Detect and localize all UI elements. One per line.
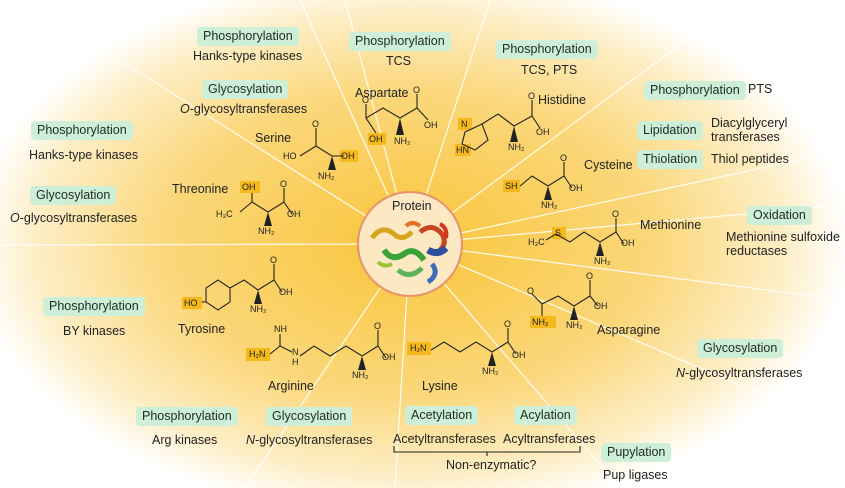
mod-acetylation: Acetylation — [405, 406, 479, 425]
atom-ho: HO — [283, 151, 297, 161]
enzyme-by-kinases: BY kinases — [63, 324, 126, 338]
atom-nh2: NH₂ — [508, 142, 525, 152]
atom-nh2: NH₂ — [541, 200, 558, 210]
atom-sh-highlight: SH — [505, 181, 518, 191]
aa-cysteine: Cysteine — [584, 158, 633, 172]
mod-phosphorylation-hanks-left: Phosphorylation — [31, 121, 133, 140]
atom-o: O — [270, 255, 278, 265]
enzyme-hanks-top: Hanks-type kinases — [193, 49, 303, 63]
atom-o: O — [312, 119, 320, 129]
atom-o: O — [280, 179, 288, 189]
enzyme-n-glyco-bottom: N-glycosyltransferases — [246, 433, 373, 447]
atom-o: O — [527, 286, 535, 296]
mod-phosphorylation-by: Phosphorylation — [43, 297, 145, 316]
enzyme-pup-ligases: Pup ligases — [603, 468, 668, 482]
label-non-enzymatic: Non-enzymatic? — [446, 458, 537, 472]
enzyme-msr-1: Methionine sulfoxide — [726, 230, 840, 244]
mod-phosphorylation-hanks-top: Phosphorylation — [197, 27, 299, 46]
atom-hn-highlight: HN — [456, 145, 469, 155]
atom-oh-highlight: OH — [341, 151, 355, 161]
atom-h3c: H₃C — [528, 237, 545, 247]
atom-n: N — [292, 347, 299, 357]
atom-o: O — [374, 321, 382, 331]
atom-nh2: NH₂ — [394, 136, 411, 146]
atom-nh2: NH₂ — [352, 370, 369, 380]
mod-oxidation: Oxidation — [747, 206, 812, 225]
atom-h2n-highlight: H₂N — [410, 343, 427, 353]
atom-oh: OH — [536, 127, 550, 137]
mod-phosphorylation-pts: Phosphorylation — [644, 81, 746, 100]
atom-oh: OH — [594, 301, 608, 311]
mod-glycosylation-o-left: Glycosylation — [30, 186, 117, 205]
mod-thiolation: Thiolation — [637, 150, 704, 169]
atom-nh2: NH₂ — [482, 366, 499, 376]
protein-label: Protein — [392, 199, 432, 213]
atom-h3c: H₃C — [216, 209, 233, 219]
atom-nh2: NH₂ — [250, 304, 267, 314]
atom-o: O — [413, 85, 421, 95]
atom-nh2-highlight: NH₂ — [532, 317, 549, 327]
mod-phosphorylation-arg: Phosphorylation — [136, 407, 238, 426]
mod-glycosylation-n-right: Glycosylation — [697, 339, 784, 358]
enzyme-hanks-left: Hanks-type kinases — [29, 148, 139, 162]
atom-oh: OH — [382, 352, 396, 362]
aa-tyrosine: Tyrosine — [178, 322, 226, 336]
enzyme-arg-kinases: Arg kinases — [152, 433, 218, 447]
atom-n-highlight: N — [461, 119, 468, 129]
mod-phosphorylation-tcs: Phosphorylation — [349, 32, 451, 51]
atom-ho-highlight: HO — [184, 298, 198, 308]
mod-acylation: Acylation — [514, 406, 577, 425]
enzyme-o-glyco-top: O-glycosyltransferases — [180, 102, 308, 116]
atom-o: O — [504, 319, 512, 329]
enzyme-n-glyco-right: N-glycosyltransferases — [676, 366, 803, 380]
atom-nh2: NH₂ — [318, 171, 335, 181]
atom-nh2: NH₂ — [594, 256, 611, 266]
atom-oh: OH — [621, 238, 635, 248]
atom-o: O — [560, 153, 568, 163]
atom-oh: OH — [512, 350, 526, 360]
enzyme-acyltransferases: Acyltransferases — [503, 432, 596, 446]
mod-pupylation: Pupylation — [601, 443, 672, 462]
mod-glycosylation-o-top: Glycosylation — [202, 80, 289, 99]
atom-oh: OH — [569, 183, 583, 193]
atom-nh: NH — [274, 324, 287, 334]
atom-oh: OH — [279, 287, 293, 297]
mod-glycosylation-n-bottom: Glycosylation — [266, 407, 353, 426]
enzyme-acetyltransferases: Acetyltransferases — [393, 432, 496, 446]
aa-serine: Serine — [255, 131, 292, 145]
mod-lipidation: Lipidation — [637, 121, 703, 140]
atom-o: O — [612, 209, 620, 219]
atom-o: O — [586, 271, 594, 281]
atom-h2n-highlight: H₂N — [249, 349, 266, 359]
atom-o: O — [528, 91, 536, 101]
atom-h: H — [292, 357, 299, 367]
enzyme-tcs-pts: TCS, PTS — [521, 63, 578, 77]
aa-asparagine: Asparagine — [597, 323, 661, 337]
enzyme-diacylglyceryl-1: Diacylglyceryl — [711, 116, 788, 130]
enzyme-pts: PTS — [748, 82, 773, 96]
aa-methionine: Methionine — [640, 218, 702, 232]
enzyme-o-glyco-left: O-glycosyltransferases — [10, 211, 138, 225]
enzyme-thiol-peptides: Thiol peptides — [711, 152, 789, 166]
atom-oh-highlight: OH — [242, 182, 256, 192]
atom-nh2: NH₂ — [566, 320, 583, 330]
aa-threonine: Threonine — [172, 182, 229, 196]
aa-histidine: Histidine — [538, 93, 586, 107]
mod-phosphorylation-tcs-pts: Phosphorylation — [496, 40, 598, 59]
atom-oh: OH — [424, 120, 438, 130]
atom-s-highlight: S — [555, 228, 562, 238]
atom-o: O — [362, 95, 370, 105]
enzyme-diacylglyceryl-2: transferases — [711, 130, 780, 144]
enzyme-tcs: TCS — [386, 54, 411, 68]
atom-oh: OH — [287, 209, 301, 219]
protein-structure-icon — [369, 221, 449, 285]
enzyme-msr-2: reductases — [726, 244, 788, 258]
aa-aspartate: Aspartate — [355, 86, 409, 100]
atom-oh-highlight: OH — [369, 134, 383, 144]
aa-arginine: Arginine — [268, 379, 314, 393]
aa-lysine: Lysine — [422, 379, 458, 393]
atom-nh2: NH₂ — [258, 226, 275, 236]
